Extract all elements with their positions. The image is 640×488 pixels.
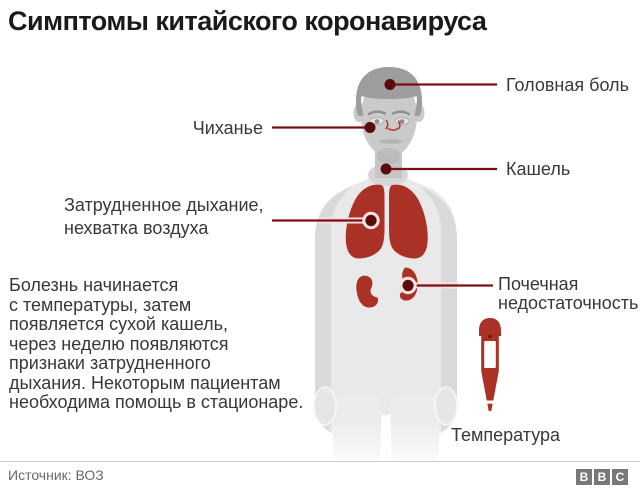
hand-left xyxy=(313,386,337,426)
kidney-left xyxy=(356,275,379,308)
nose-irritation xyxy=(385,119,401,131)
torso xyxy=(315,171,457,433)
kidney-dot-ring xyxy=(399,276,417,295)
headache-dot xyxy=(384,79,396,90)
cough-dot xyxy=(380,163,392,175)
callout-label-breathing-line2: нехватка воздуха xyxy=(64,218,209,238)
callout-label-kidney-line1: Почечная xyxy=(498,274,579,294)
eyebrow-left xyxy=(367,110,387,116)
callout-label-headache: Головная боль xyxy=(506,75,629,95)
kidney-dot xyxy=(402,280,414,291)
bbc-logo-block: B xyxy=(594,469,610,485)
hand-right xyxy=(434,386,458,426)
callout-label-temperature: Температура xyxy=(451,425,561,445)
description-line: Болезнь начинается xyxy=(9,275,179,295)
thermometer-icon xyxy=(479,318,501,411)
breathing-dot xyxy=(365,215,377,226)
description-line: необходима помощь в стационаре. xyxy=(9,392,304,412)
source-label: Источник: ВОЗ xyxy=(8,467,104,483)
arm-left xyxy=(315,186,353,433)
description-line: с температуры, затем xyxy=(9,294,192,315)
body-fade xyxy=(308,420,464,461)
breathing-dot-ring xyxy=(362,211,380,230)
arm-right xyxy=(419,186,457,433)
callout-label-cough: Кашель xyxy=(506,159,571,179)
description-line: через неделю появляются xyxy=(9,333,229,354)
bbc-logo-block: B xyxy=(576,469,592,485)
mouth xyxy=(379,139,403,144)
lung-right xyxy=(389,184,428,259)
callout-lines xyxy=(272,79,497,295)
footer-divider xyxy=(0,461,640,462)
description-line: появляется сухой кашель, xyxy=(9,314,228,334)
callout-label-kidney-failure: Почечная недостаточность xyxy=(498,275,638,313)
description-line: признаки затрудненного xyxy=(9,353,211,373)
callout-label-breathing: Затрудненное дыхание, нехватка воздуха xyxy=(64,194,264,240)
thermometer-button xyxy=(488,334,492,339)
description-text: Болезнь начинается с температуры, затем … xyxy=(9,275,304,413)
pupil-left xyxy=(374,119,380,124)
hair xyxy=(355,67,423,116)
chin-shadow xyxy=(376,148,401,164)
sneezing-dot xyxy=(364,122,376,133)
callout-label-sneezing: Чиханье xyxy=(192,118,263,138)
human-figure xyxy=(308,67,464,461)
bbc-logo: B B C xyxy=(576,469,628,485)
description-line: дыхания. Некоторым пациентам xyxy=(9,372,281,393)
face-features xyxy=(367,110,411,144)
thermometer-display xyxy=(484,341,496,368)
eyebrow-right xyxy=(391,110,411,116)
thermometer-notch xyxy=(482,400,498,404)
callout-label-breathing-line1: Затрудненное дыхание, xyxy=(64,195,264,215)
callout-label-kidney-line2: недостаточность xyxy=(498,293,639,313)
page-title: Симптомы китайского коронавируса xyxy=(8,6,487,36)
pupil-right xyxy=(399,119,405,124)
bbc-logo-block: C xyxy=(612,469,628,485)
